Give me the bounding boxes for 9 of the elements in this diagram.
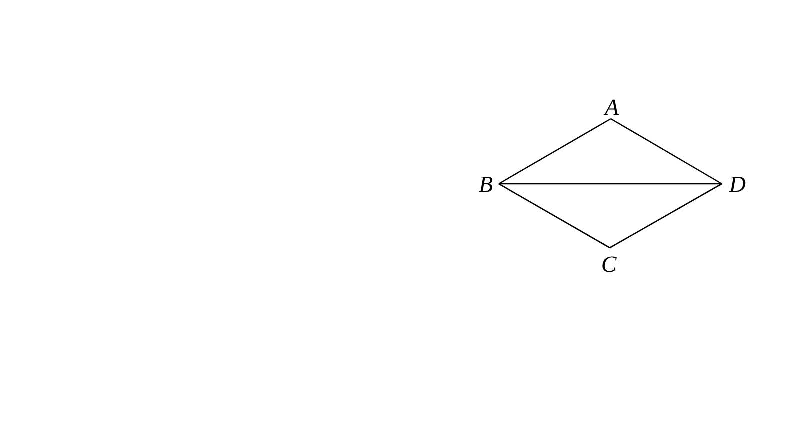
vertex-label: A bbox=[602, 97, 622, 119]
line-segment bbox=[610, 183, 722, 249]
line-segment bbox=[610, 118, 722, 185]
vertex-label: D bbox=[722, 173, 746, 196]
vertex-label: B bbox=[479, 173, 499, 196]
line-segment bbox=[499, 183, 722, 185]
line-segment bbox=[498, 183, 610, 249]
line-segment bbox=[498, 118, 612, 185]
vertex-label: C bbox=[599, 248, 619, 276]
